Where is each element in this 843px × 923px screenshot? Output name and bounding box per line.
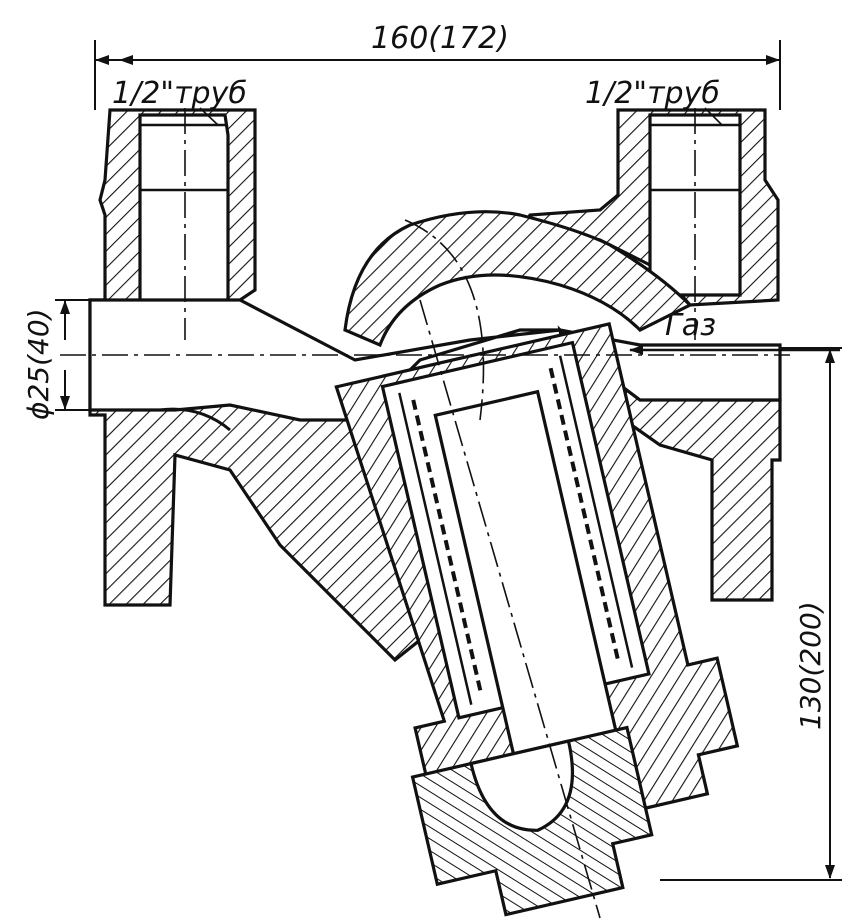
dimension-height: 130(200) [660, 347, 842, 881]
flow-label: Газ [665, 308, 716, 343]
dim-height-text: 130(200) [794, 601, 827, 730]
dimension-overall-width: 160(172) [94, 21, 781, 110]
centerlines [60, 108, 790, 919]
drain-plug [410, 725, 654, 917]
pipe-label-right: 1/2"труб [585, 76, 720, 111]
dim-bore-text: ϕ25(40) [22, 308, 55, 420]
pipe-label-left: 1/2"труб [112, 76, 247, 111]
dimension-bore: ϕ25(40) [22, 299, 110, 420]
dim-overall-width-text: 160(172) [371, 21, 509, 56]
flow-direction: Газ [629, 308, 840, 355]
filter-housing [334, 321, 740, 848]
pipe-thread-labels: 1/2"труб 1/2"труб [112, 76, 723, 126]
